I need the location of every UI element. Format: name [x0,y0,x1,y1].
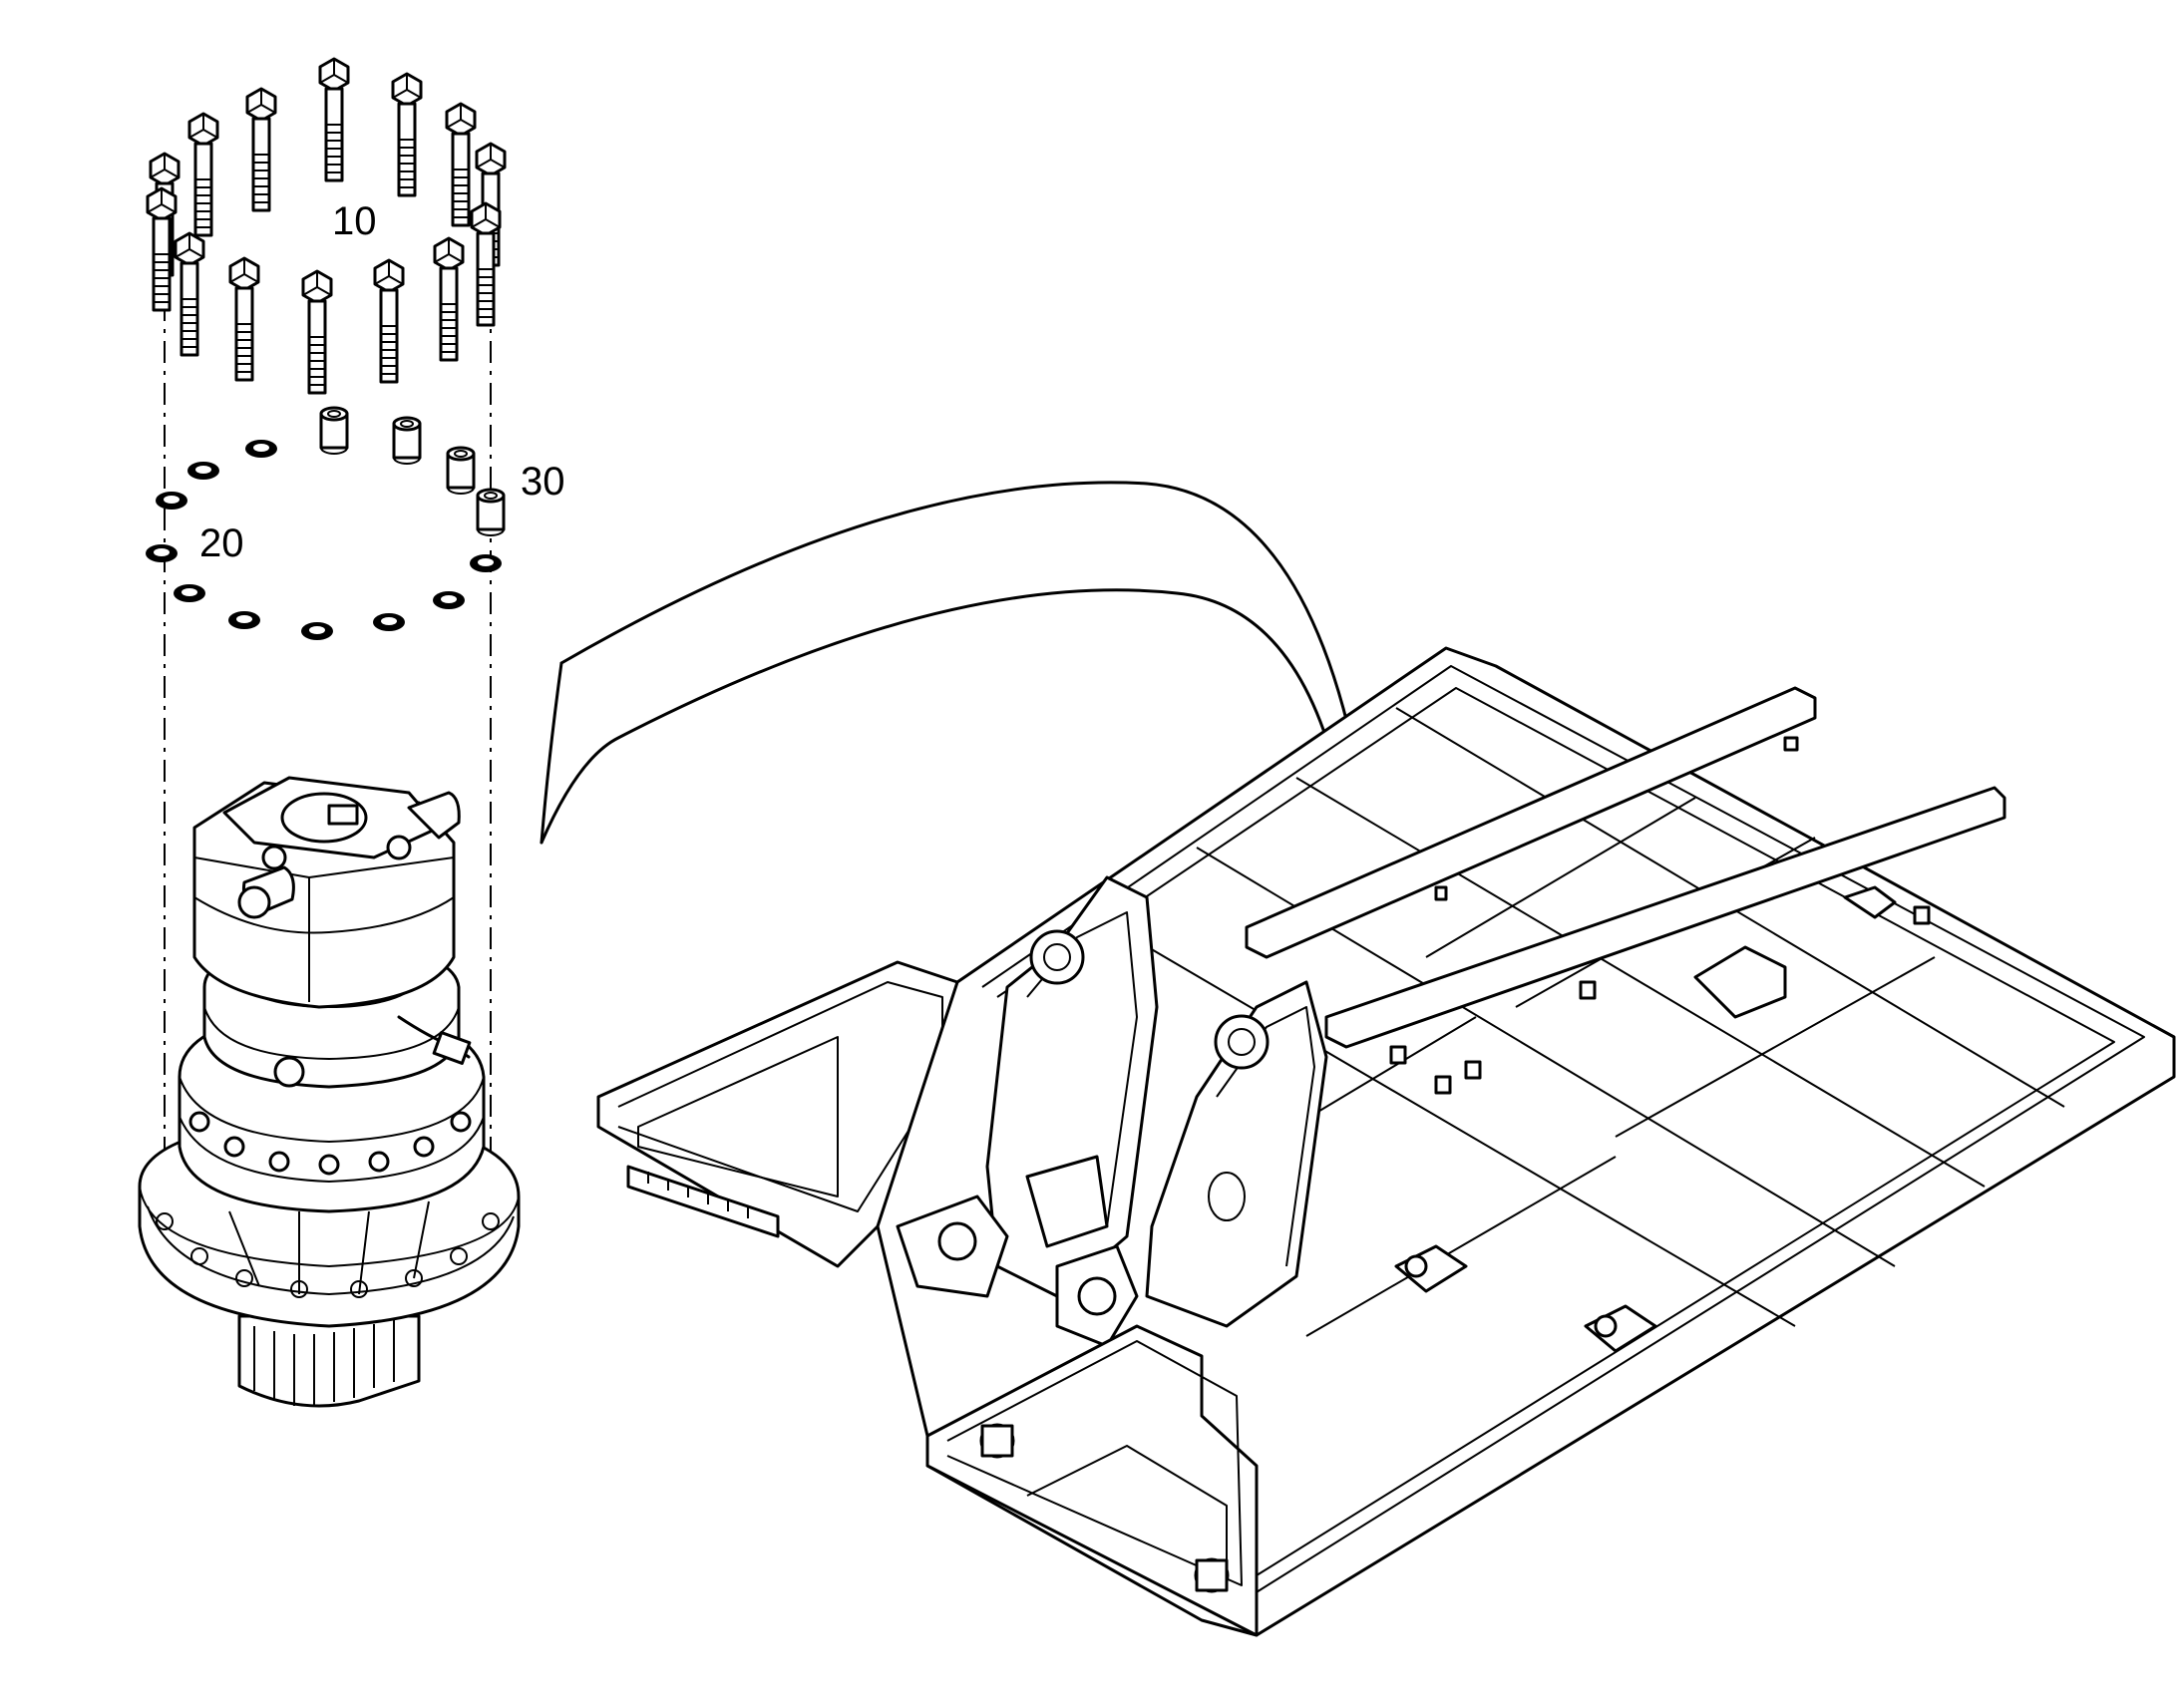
bolt-set [146,57,507,395]
alignment-lines [164,299,492,1236]
swing-motor-assembly [138,776,521,1408]
callout-washers: 20 [199,521,244,565]
callout-bushings: 30 [521,460,565,504]
callout-bolts: 10 [332,199,377,243]
housing-bolts [188,1111,472,1176]
flange-bolt-holes [156,1212,500,1298]
bushing-set [319,406,506,537]
upper-frame [596,646,2176,1637]
